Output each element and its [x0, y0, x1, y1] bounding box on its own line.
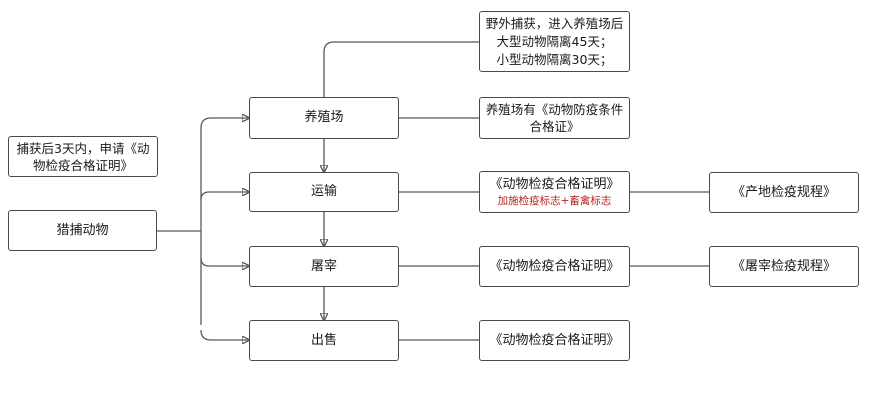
origin-rule-box: 《产地检疫规程》: [709, 172, 859, 213]
sale-cert-label: 《动物检疫合格证明》: [489, 332, 620, 348]
connector-farm-to-wild-note: [323, 41, 479, 97]
arrow-to-sale: [200, 329, 249, 340]
wild-capture-note: 野外捕获，进入养殖场后 大型动物隔离45天； 小型动物隔离30天；: [479, 11, 630, 72]
wild-note-line-1: 野外捕获，进入养殖场后: [485, 15, 624, 31]
slaughter-rule-label: 《屠宰检疫规程》: [731, 258, 836, 274]
farm-label: 养殖场: [304, 110, 344, 125]
wild-note-line-2: 大型动物隔离45天；: [496, 33, 613, 49]
arrow-to-farm: [200, 118, 249, 129]
hunting-label: 猎捕动物: [56, 222, 109, 238]
arrow-to-slaughter: [200, 257, 249, 266]
sale-node: 出售: [249, 320, 399, 361]
sale-label: 出售: [310, 332, 337, 348]
farm-certificate-box: 养殖场有《动物防疫条件 合格证》: [479, 97, 630, 139]
transport-node: 运输: [249, 172, 399, 212]
hunting-node: 猎捕动物: [8, 210, 157, 251]
slaughter-certificate-box: 《动物检疫合格证明》: [479, 246, 630, 287]
transport-cert-sublabel: 加施检疫标志+畜禽标志: [497, 195, 612, 207]
slaughter-node: 屠宰: [249, 246, 399, 287]
farm-node: 养殖场: [249, 97, 399, 139]
apply-note-line-1: 捕获后3天内，申请《动: [16, 140, 150, 156]
transport-label: 运输: [310, 184, 337, 199]
farm-cert-line-1: 养殖场有《动物防疫条件: [485, 102, 624, 117]
apply-note-box: 捕获后3天内，申请《动 物检疫合格证明》: [8, 136, 158, 177]
wild-note-line-3: 小型动物隔离30天；: [496, 51, 613, 67]
transport-certificate-box: 《动物检疫合格证明》 加施检疫标志+畜禽标志: [479, 171, 630, 213]
arrow-to-transport: [200, 192, 249, 201]
slaughter-label: 屠宰: [310, 258, 337, 274]
slaughter-rule-box: 《屠宰检疫规程》: [709, 246, 859, 287]
farm-cert-line-2: 合格证》: [529, 119, 580, 134]
origin-rule-label: 《产地检疫规程》: [731, 184, 836, 200]
apply-note-line-2: 物检疫合格证明》: [32, 157, 133, 173]
sale-certificate-box: 《动物检疫合格证明》: [479, 320, 630, 361]
slaughter-cert-label: 《动物检疫合格证明》: [489, 258, 620, 274]
transport-cert-label: 《动物检疫合格证明》: [489, 177, 620, 192]
